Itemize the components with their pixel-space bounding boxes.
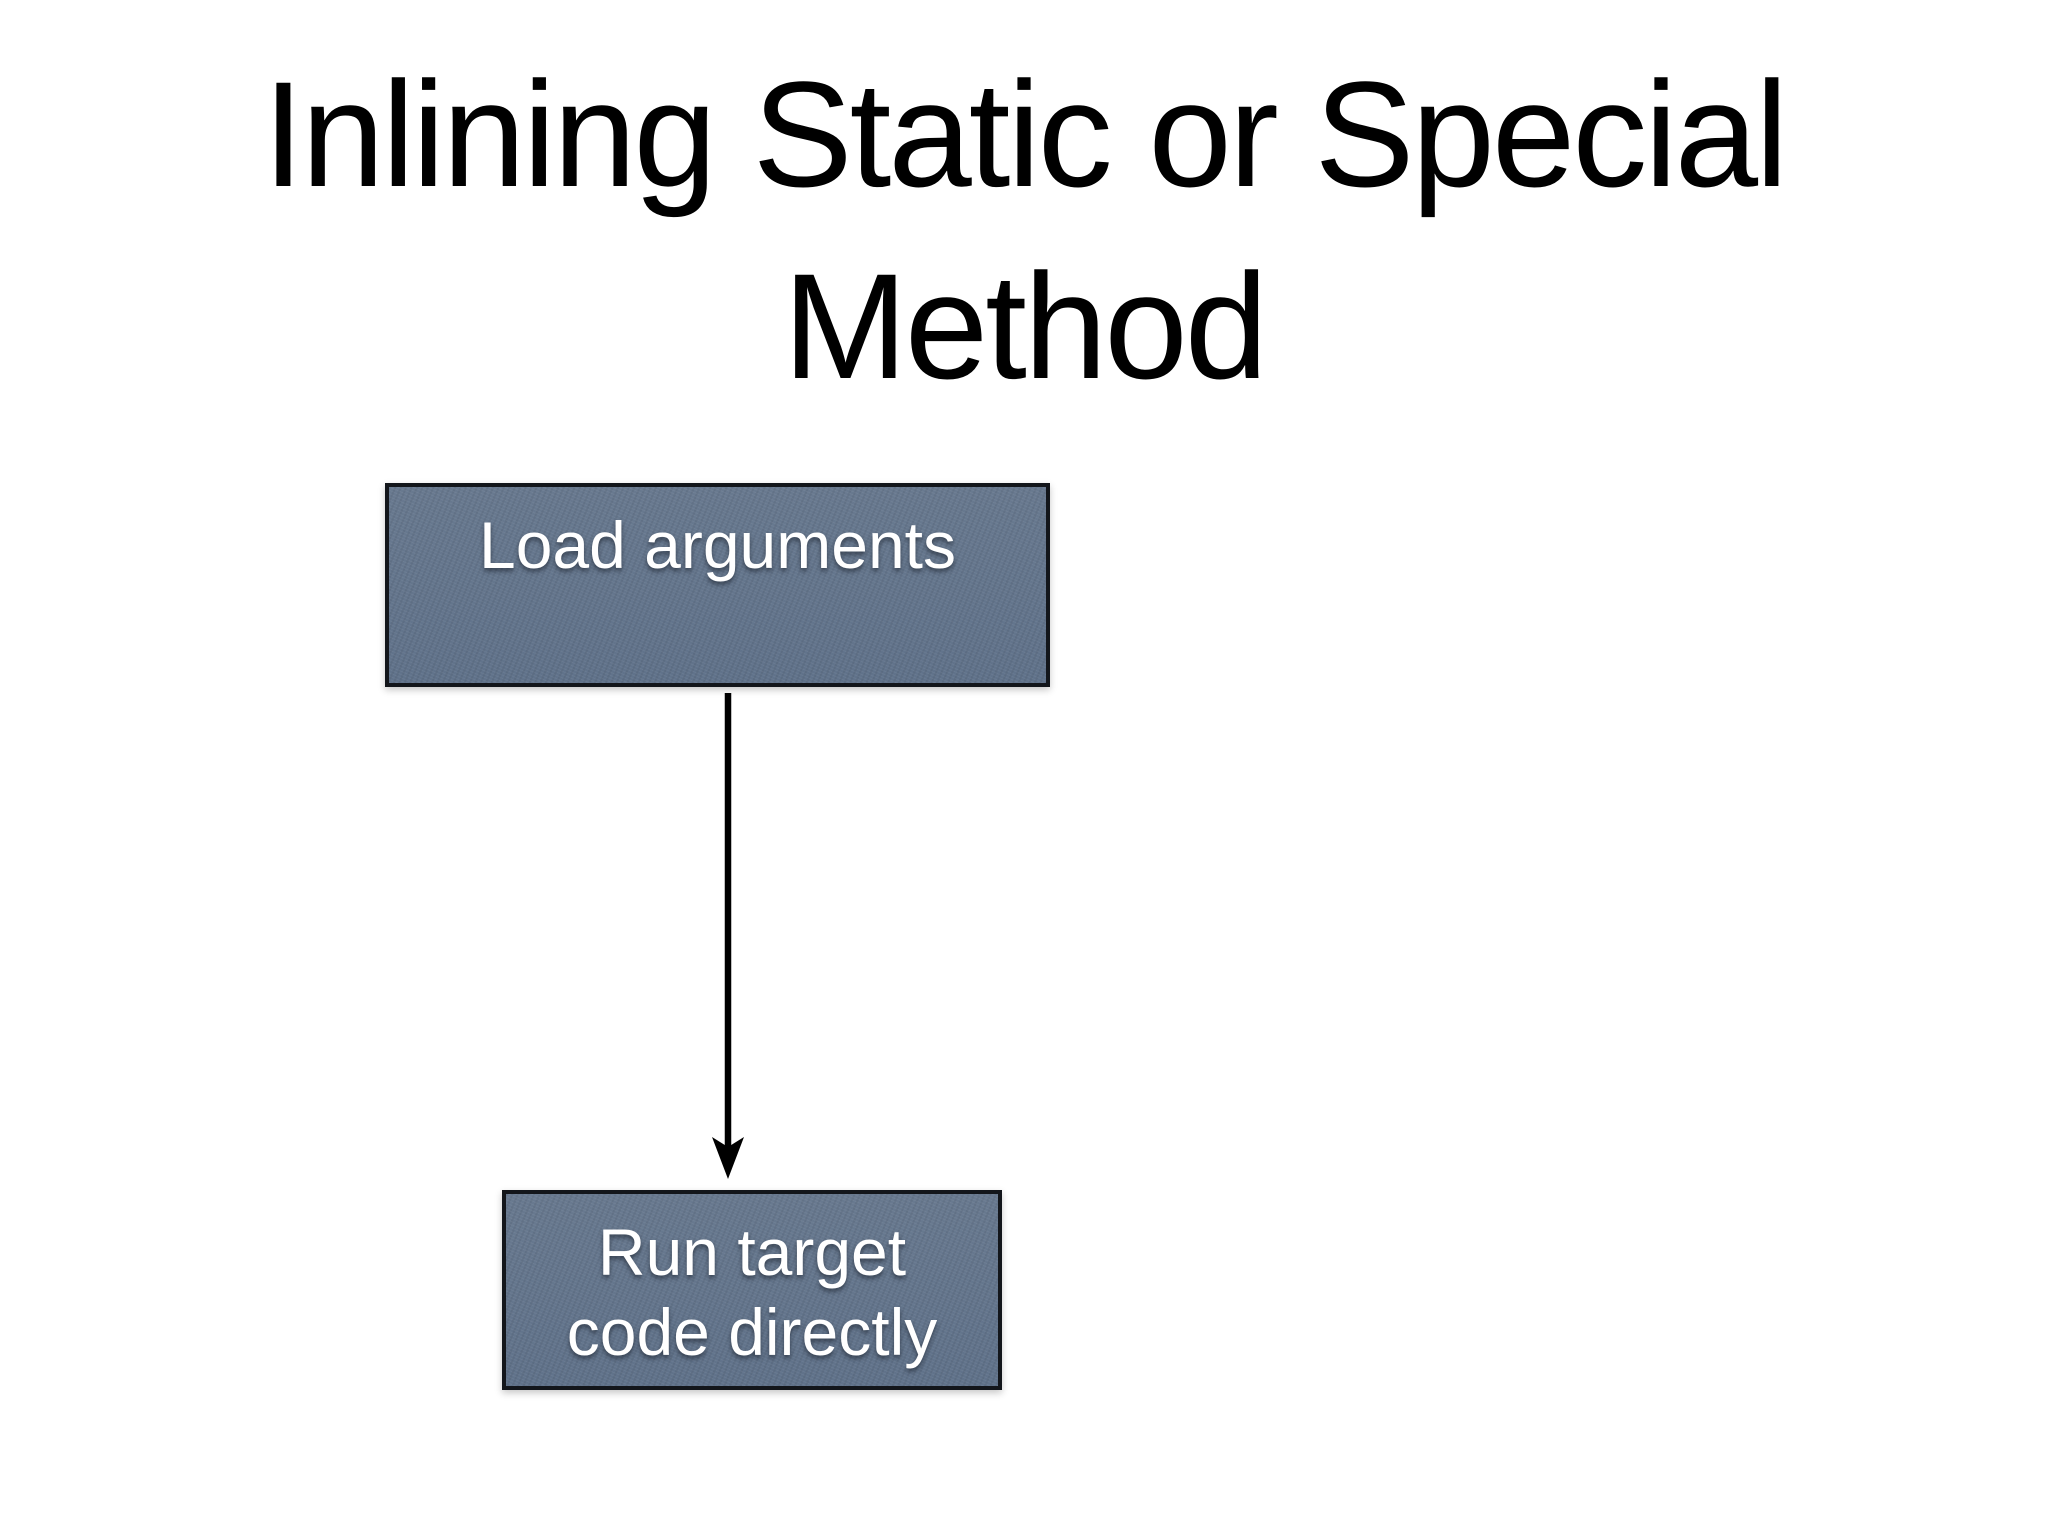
- flowchart-node-load-arguments: Load arguments: [385, 483, 1050, 687]
- slide-title-line-1: Inlining Static or Special: [262, 50, 1789, 218]
- arrow-head-icon: [712, 1137, 744, 1179]
- flowchart-node-label-line-1: Run target: [597, 1215, 907, 1289]
- slide-title: Inlining Static or Special Method: [0, 38, 2048, 422]
- slide-title-line-2: Method: [782, 242, 1268, 410]
- arrow-down-connector: [712, 693, 744, 1179]
- flowchart-node-label-line-2: code directly: [566, 1295, 938, 1369]
- flowchart-node-run-target-code-directly: Run target code directly: [502, 1190, 1002, 1390]
- flowchart-node-label: Load arguments: [479, 508, 956, 582]
